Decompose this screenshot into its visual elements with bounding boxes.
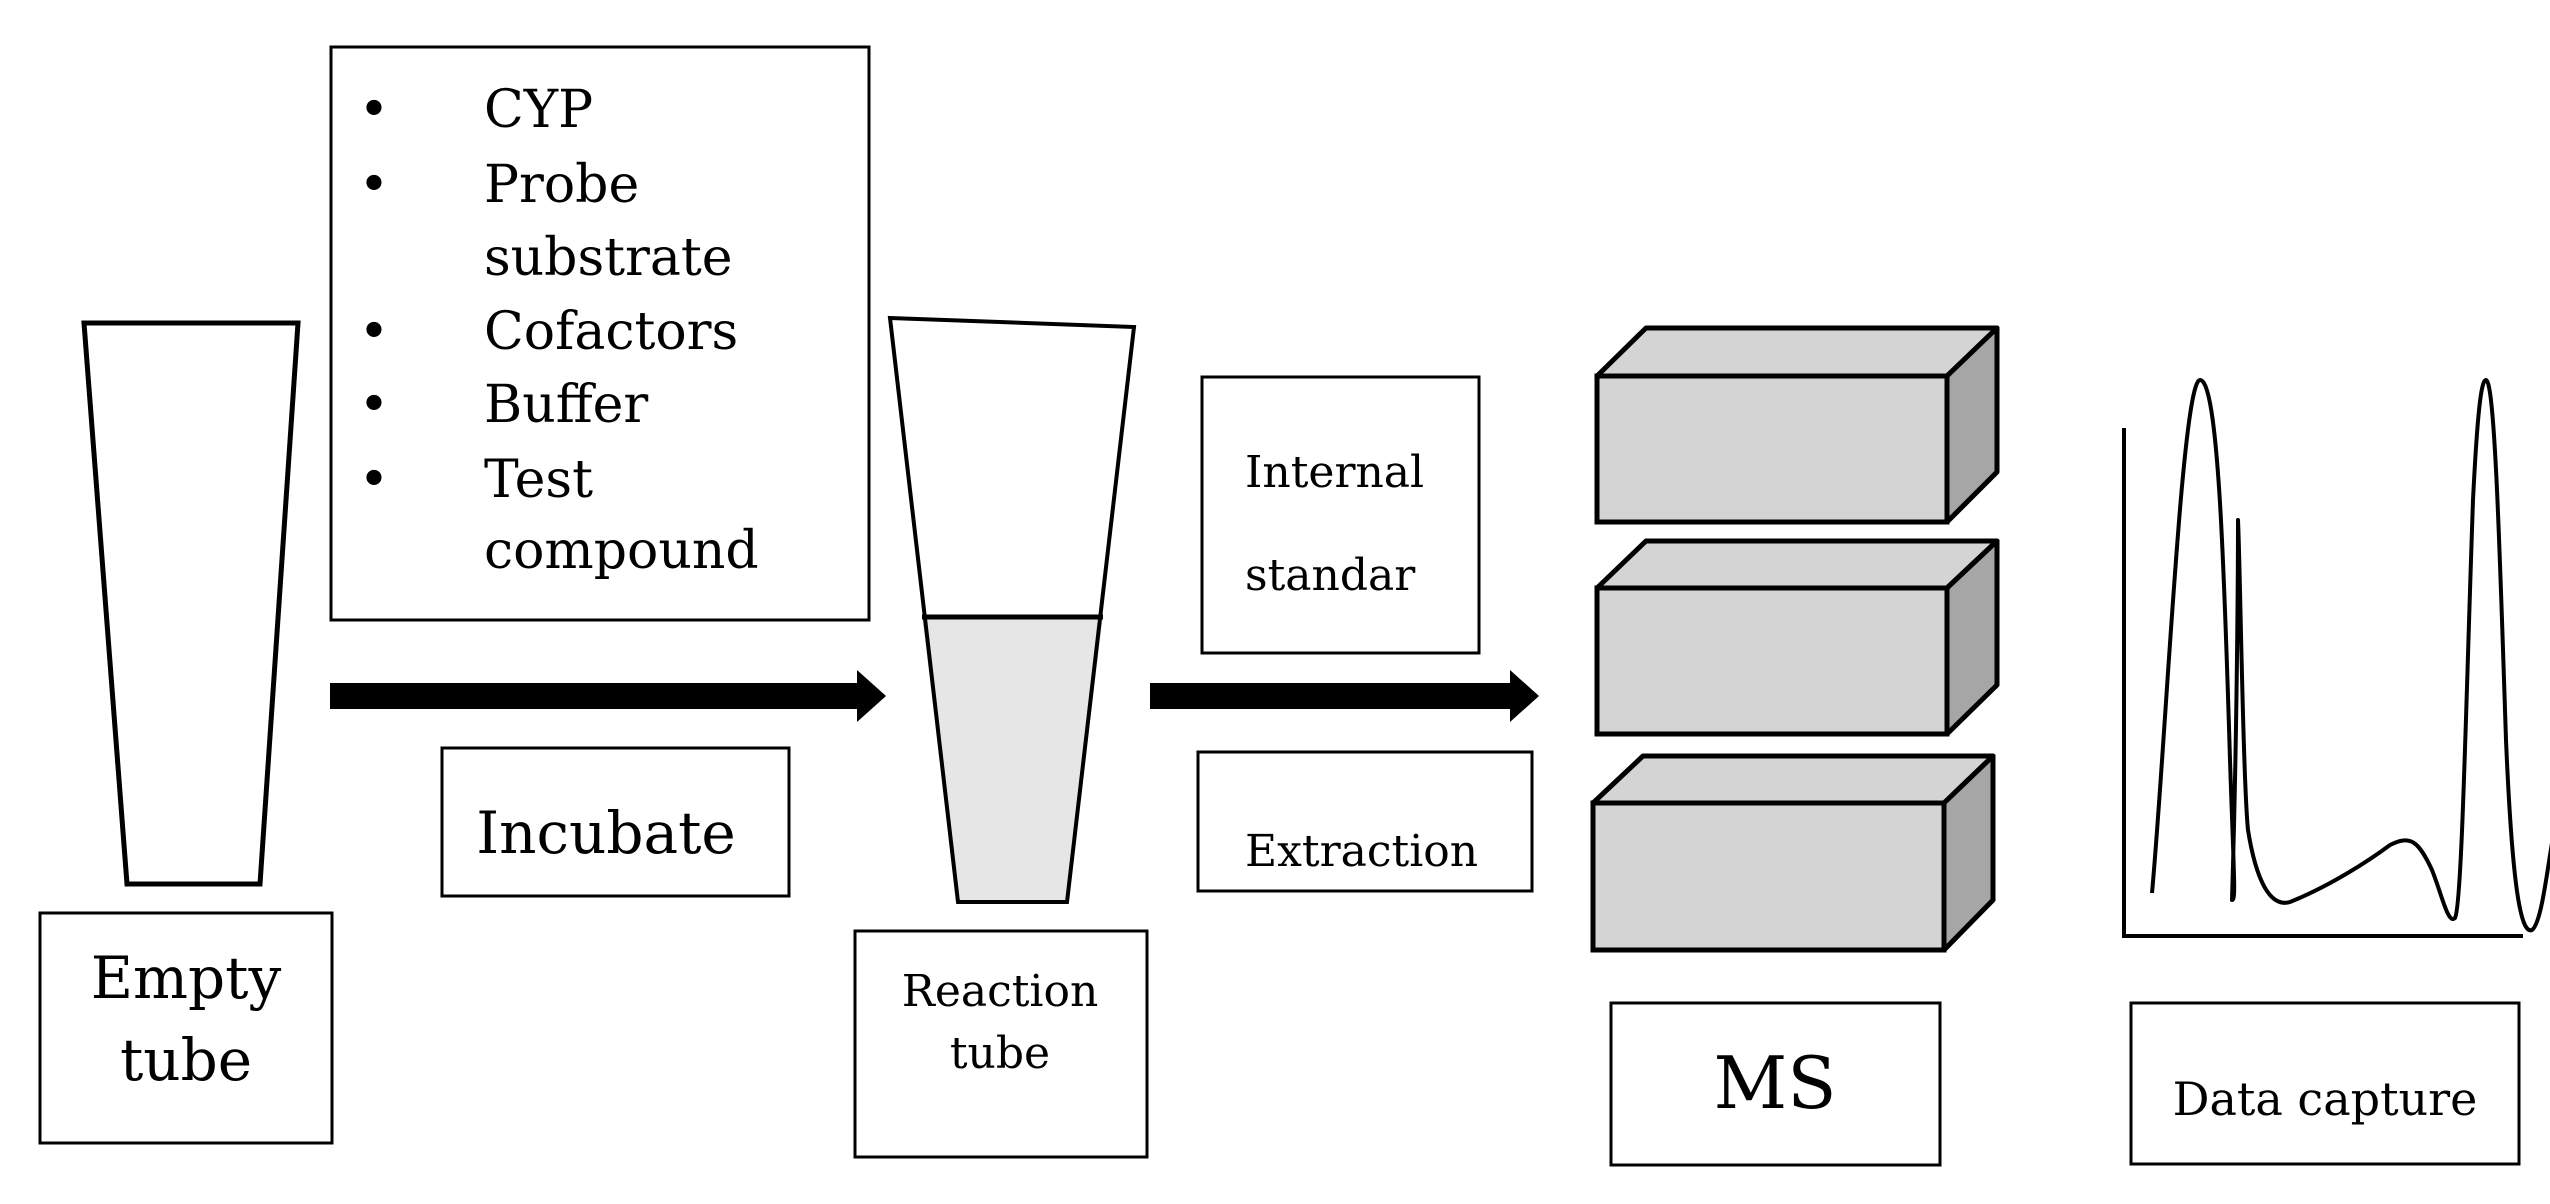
empty-tube-label-box — [38, 911, 334, 1145]
incubate-label-box — [440, 746, 791, 898]
chromatogram-axes — [2122, 428, 2523, 938]
reagent-label: Test — [484, 450, 593, 510]
reagent-item-cyp: • CYP — [359, 80, 593, 140]
instrument-box-icon — [1594, 325, 2000, 525]
internal-standard-label-line1: Internal — [1245, 447, 1424, 498]
reagent-label: Probe — [484, 155, 639, 215]
empty-tube-label-line1: Empty — [91, 944, 282, 1012]
chromatogram-trace — [2150, 378, 2550, 933]
incubate-label: Incubate — [476, 799, 735, 867]
reagent-label: Cofactors — [484, 302, 738, 362]
reaction-tube-liquid — [922, 617, 1103, 902]
right-arrow-icon — [1150, 670, 1539, 722]
reagent-item-cofactors: • Cofactors — [359, 302, 739, 362]
empty-tube-label-line2: tube — [120, 1026, 252, 1094]
reagent-item-test-compound: • Test compound — [359, 450, 759, 581]
reaction-tube-label-box — [853, 929, 1149, 1159]
reaction-tube-icon — [887, 315, 1137, 904]
internal-standard-label-line2: standar — [1245, 550, 1416, 601]
data-capture-label: Data capture — [2173, 1072, 2478, 1126]
bullet-icon: • — [359, 375, 390, 435]
bullet-icon: • — [359, 302, 390, 362]
extraction-label-box — [1196, 750, 1534, 893]
chromatogram-icon — [2122, 378, 2550, 938]
bullet-icon: • — [359, 155, 390, 215]
reagent-label-cont: substrate — [484, 228, 733, 288]
instrument-box-icon — [1590, 753, 1996, 953]
ms-label-box — [1609, 1001, 1942, 1167]
reagent-label: CYP — [484, 80, 593, 140]
right-arrow-icon — [330, 670, 886, 722]
extraction-label: Extraction — [1245, 826, 1478, 877]
reagents-list-box — [329, 45, 871, 622]
ms-instrument-stack — [1590, 325, 2000, 953]
instrument-box-icon — [1594, 538, 2000, 737]
internal-standard-label-box — [1200, 375, 1481, 655]
reagent-item-buffer: • Buffer — [359, 375, 649, 435]
reagents-list: • CYP • Probe substrate • Cofactors • Bu… — [359, 80, 759, 581]
reaction-tube-label-line1: Reaction — [902, 966, 1099, 1017]
reaction-tube-label-line2: tube — [950, 1028, 1050, 1079]
reagent-item-probe-substrate: • Probe substrate — [359, 155, 733, 288]
reagent-label: Buffer — [484, 375, 648, 435]
bullet-icon: • — [359, 80, 390, 140]
reagent-label-cont: compound — [484, 521, 759, 581]
empty-tube-icon — [81, 320, 301, 887]
ms-label: MS — [1713, 1041, 1836, 1125]
bullet-icon: • — [359, 450, 390, 510]
data-capture-label-box — [2129, 1001, 2521, 1166]
reaction-tube-outline — [887, 315, 1137, 904]
